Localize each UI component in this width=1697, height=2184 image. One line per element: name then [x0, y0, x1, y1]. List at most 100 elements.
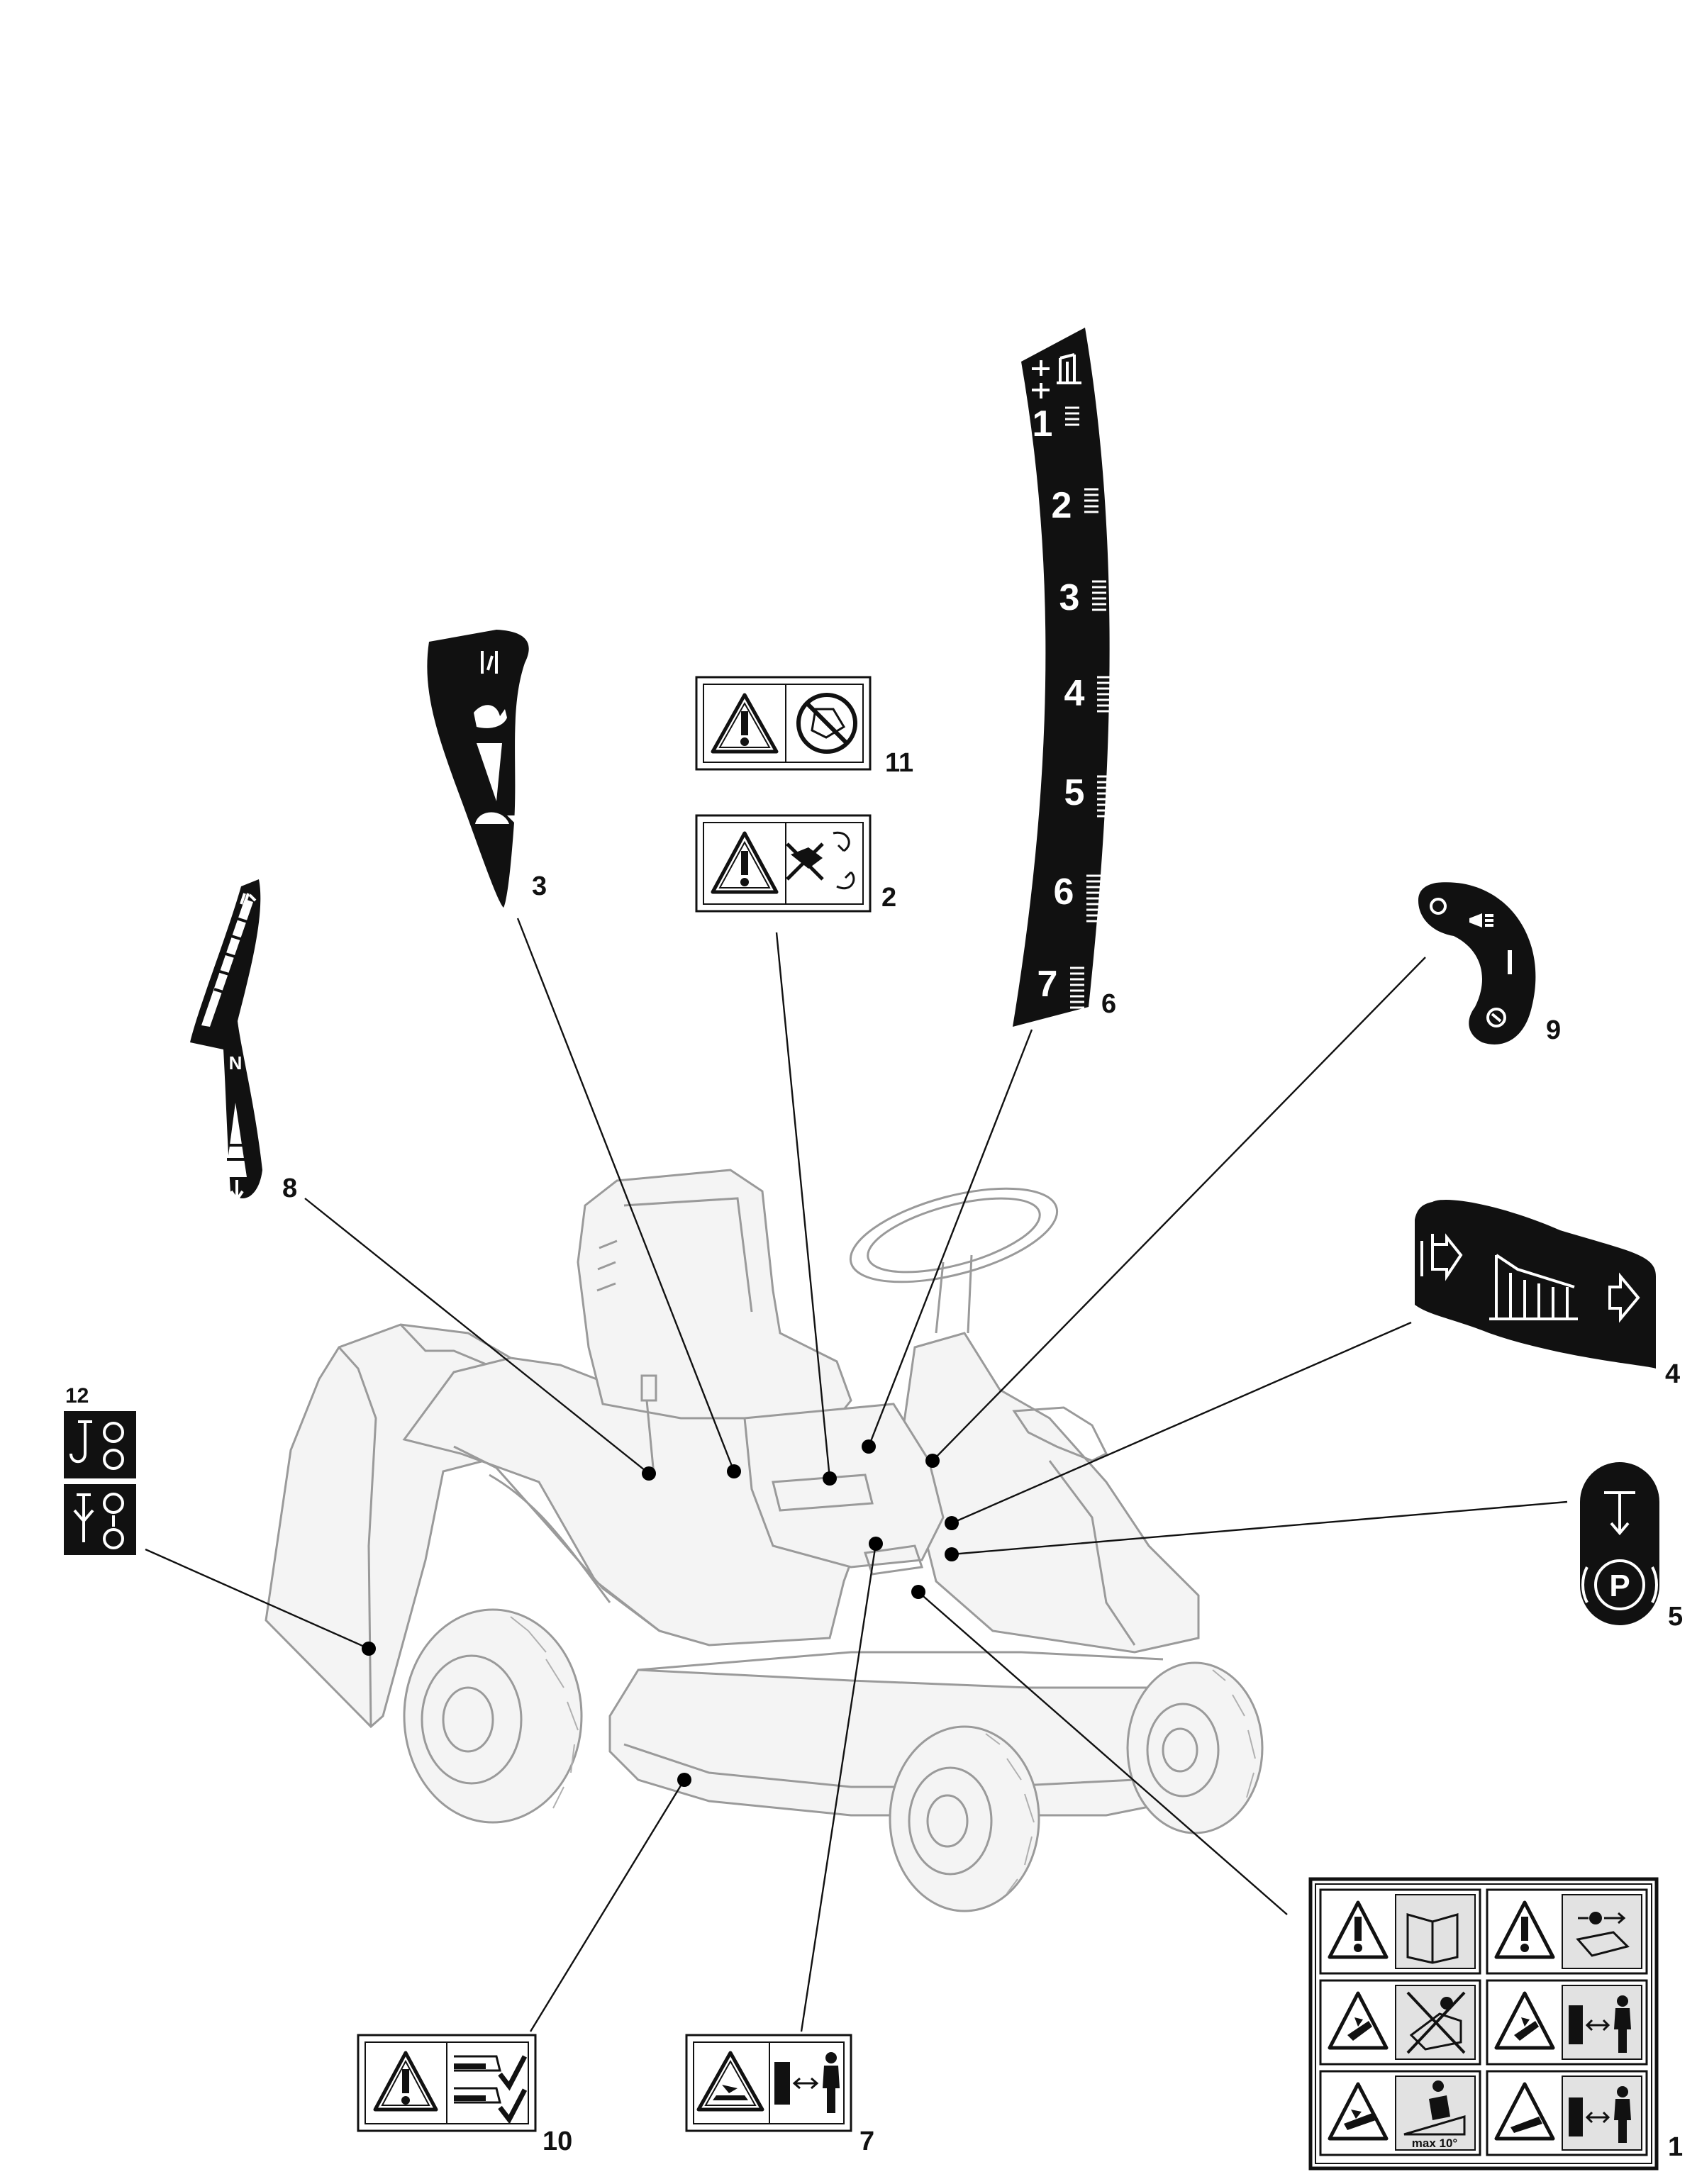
- callout-8: 8: [282, 1174, 297, 1203]
- callout-11: 11: [885, 748, 913, 778]
- neutral-label: N: [229, 1052, 243, 1074]
- start-position-icon: [1486, 1008, 1506, 1027]
- forward-wedge: [201, 899, 253, 1027]
- scale-number-7: 7: [1037, 964, 1058, 1005]
- height-lever: [640, 1374, 657, 1476]
- dot-10: [677, 1773, 691, 1787]
- brake-arcs-icon: [1581, 1566, 1658, 1603]
- dot-12: [362, 1642, 376, 1656]
- leader-3: [516, 918, 735, 1472]
- forward-ticks: [213, 917, 248, 994]
- scale-ticks-3: [1092, 580, 1106, 611]
- headlight-cover: [1012, 1406, 1108, 1462]
- callout-7: 7: [859, 2127, 874, 2156]
- scale-ticks-2: [1084, 488, 1098, 513]
- leader-2: [775, 932, 831, 1479]
- attachment-dots: [362, 1439, 959, 1787]
- scale-ticks-7: [1070, 966, 1084, 1020]
- decal-1-inner: [1315, 1883, 1652, 2164]
- seat-back-inner: [623, 1197, 753, 1313]
- gear-bottom-icon-2: [103, 1528, 124, 1549]
- off-position-icon: [1430, 898, 1447, 915]
- remove-key-icon: [1576, 1912, 1630, 1957]
- scale-ticks-1: [1065, 406, 1079, 426]
- pedal: [864, 1544, 923, 1576]
- callout-2: 2: [881, 883, 896, 913]
- dot-9: [925, 1454, 940, 1468]
- dot-1: [911, 1585, 925, 1599]
- hood-crease: [1048, 1460, 1136, 1646]
- decal-4-shape: [1415, 1199, 1656, 1369]
- no-hands-prohibition-icon: [796, 693, 857, 754]
- callout-3: 3: [532, 871, 547, 901]
- grass-catcher-top: [399, 1323, 497, 1370]
- dot-3: [727, 1464, 741, 1478]
- no-rotating-blade-icon: [786, 831, 855, 889]
- decal-2: 2: [695, 814, 896, 913]
- decal-11-inner: [703, 684, 864, 763]
- callout-9: 9: [1546, 1015, 1561, 1045]
- front-wheel-right-hub: [1162, 1727, 1198, 1773]
- callout-5: 5: [1668, 1602, 1683, 1632]
- parking-label: P: [1609, 1569, 1630, 1603]
- front-wheel-left: [889, 1725, 1040, 1912]
- light-beam-icon: [1485, 914, 1493, 927]
- warning-triangle-icon: [373, 2051, 438, 2112]
- scale-ticks-4: [1097, 676, 1111, 713]
- decal-10: 10: [357, 2034, 572, 2156]
- max-slope-label: max 10°: [1412, 2136, 1458, 2150]
- gear-top-icon-2: [103, 1493, 124, 1514]
- scale-number-3: 3: [1059, 577, 1080, 618]
- gear-bottom-icon: [103, 1449, 124, 1470]
- rabbit-icon: [474, 705, 507, 728]
- steering-wheel-inner: [867, 1197, 1041, 1274]
- keep-distance-icon: [774, 2052, 840, 2113]
- decal-11: 11: [695, 676, 913, 778]
- reverse-arrow-icon: [230, 1180, 244, 1203]
- hook-icon: [69, 1420, 92, 1464]
- steering-column: [935, 1254, 973, 1334]
- decal-1-row-2: [1319, 1979, 1648, 2066]
- dashboard: [743, 1403, 945, 1569]
- front-wheel-left-hub: [926, 1794, 969, 1848]
- brake-down-arrow-icon: [1604, 1491, 1635, 1536]
- decal-9-shape: [1418, 882, 1536, 1044]
- grass-catcher-edge: [338, 1346, 377, 1727]
- dot-5: [945, 1547, 959, 1561]
- scale-number-6: 6: [1054, 871, 1074, 913]
- seat: [577, 1169, 852, 1420]
- leader-lines: [145, 918, 1568, 2032]
- seat-ribs: [596, 1239, 618, 1292]
- fender-crease: [453, 1445, 660, 1632]
- scale-number-5: 5: [1064, 772, 1085, 813]
- front-wheel-left-rim: [908, 1766, 993, 1876]
- keep-distance-icon: [1569, 2086, 1631, 2143]
- raise-deck-icon: [1608, 1272, 1640, 1323]
- scale-number-2: 2: [1052, 485, 1072, 526]
- decal-1-row-1: [1319, 1888, 1648, 1975]
- decal-8-drive-pedal: N: [190, 879, 262, 1203]
- decal-5-parking-brake: P 5: [1580, 1462, 1683, 1632]
- decal-11-frame: [695, 676, 872, 771]
- rear-wheel-left-tread: [510, 1616, 579, 1809]
- grass-height-icon: [1032, 353, 1081, 399]
- leader-1: [918, 1591, 1288, 1915]
- front-wheel-left-tread: [985, 1733, 1035, 1894]
- lever-engage-icon: [481, 651, 498, 674]
- decal-12-top: [64, 1411, 136, 1478]
- warning-triangle-icon: [711, 831, 779, 894]
- parking-circle-icon: [1594, 1559, 1645, 1610]
- decal-3-shape: [427, 630, 529, 908]
- scale-ticks-5: [1097, 775, 1111, 818]
- decal-12-bottom: [64, 1484, 136, 1555]
- gear-top-icon: [103, 1422, 124, 1443]
- keep-distance-icon: [1569, 1995, 1631, 2053]
- steering-wheel: [849, 1187, 1059, 1283]
- on-position-icon: [1508, 950, 1512, 974]
- hood: [899, 1332, 1200, 1654]
- dot-7: [869, 1537, 883, 1551]
- warning-triangle-icon: [711, 693, 779, 754]
